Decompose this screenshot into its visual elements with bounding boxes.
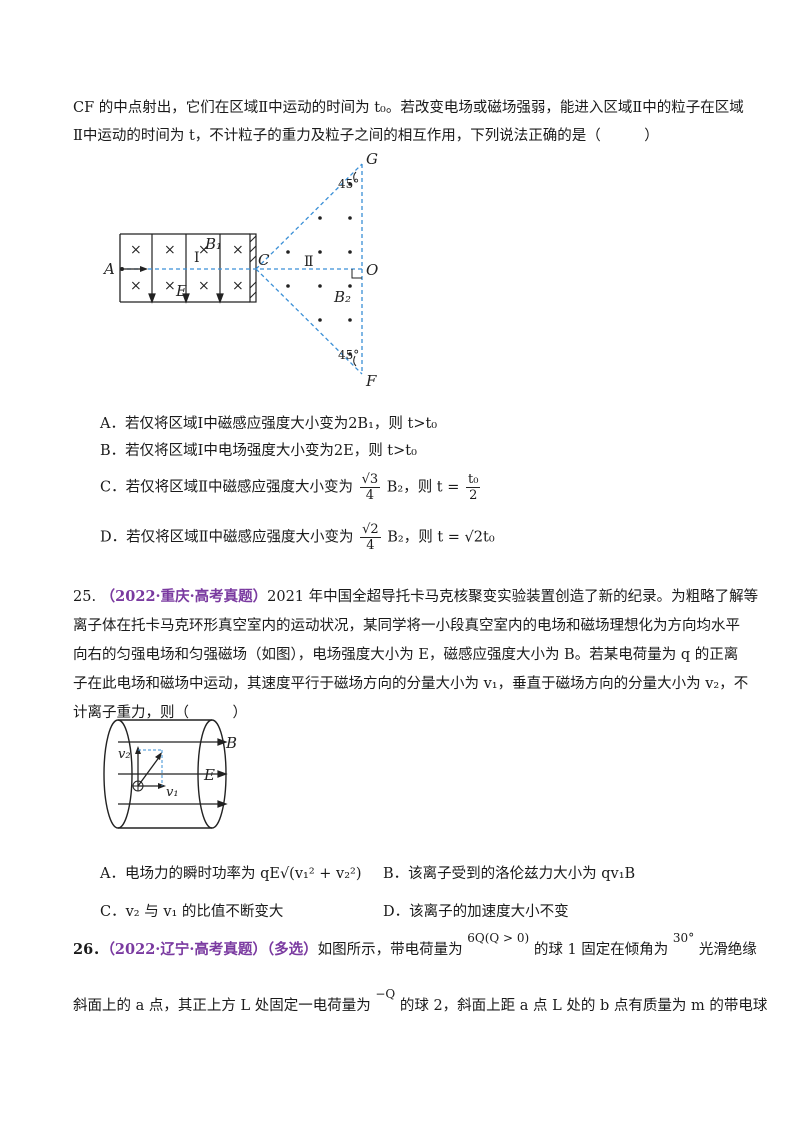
label-region-two: Ⅱ — [304, 254, 314, 270]
q25-option-c[interactable]: C．v₂ 与 v₁ 的比值不断变大 — [100, 904, 284, 920]
label-o: O — [366, 261, 378, 279]
charge-two: −Q — [375, 987, 396, 1001]
label-a: A — [102, 260, 115, 278]
velocity-vectors — [132, 746, 166, 792]
region-one-box — [119, 233, 257, 303]
dashed-guides — [120, 163, 363, 375]
right-angle-mark — [351, 269, 362, 279]
label-e: E — [175, 282, 187, 300]
label-region-one: Ⅰ — [194, 250, 200, 266]
q25-stem-line3: 向右的匀强电场和匀强磁场（如图），电场强度大小为 E，磁感应强度大小为 B。若某… — [73, 647, 739, 663]
q26-source-tag: （2022·辽宁·高考真题）（多选） — [107, 941, 318, 958]
q25-number: 25. — [73, 589, 97, 605]
q24-figure: × × × × × × × × A C O G F B₁ — [102, 150, 378, 390]
q25-stem-line5: 计离子重力，则（ ） — [73, 705, 247, 721]
svg-text:×: × — [198, 242, 210, 258]
svg-text:×: × — [130, 278, 142, 294]
label-v2: v₂ — [118, 747, 131, 762]
label-e: E — [203, 766, 215, 784]
label-c: C — [258, 251, 270, 269]
q25-figure: B E v₁ v₂ — [103, 719, 237, 829]
angle-label-bottom: 45° — [338, 348, 359, 362]
q26-stem-line2: 斜面上的 a 点，其正上方 L 处固定一电荷量为 −Q 的球 2，斜面上距 a … — [73, 987, 768, 1014]
svg-text:×: × — [198, 278, 210, 294]
particle-arrow — [120, 266, 148, 272]
charge-one: 6Q(Q > 0) — [467, 931, 530, 945]
label-b: B — [225, 734, 237, 752]
label-b2: B₂ — [333, 288, 351, 306]
magnetic-field-dots — [286, 182, 352, 356]
q25-option-a[interactable]: A．电场力的瞬时功率为 qE√(v₁² + v₂²) — [100, 866, 362, 882]
svg-text:×: × — [130, 242, 142, 258]
label-b1: B₁ — [204, 235, 222, 253]
svg-text:×: × — [232, 242, 244, 258]
label-f: F — [365, 372, 377, 390]
electric-field-arrows — [148, 234, 224, 304]
q25-stem-line1: 25. （2022·重庆·高考真题）2021 年中国全超导托卡马克核聚变实验装置… — [73, 588, 759, 605]
q25-option-b[interactable]: B．该离子受到的洛伦兹力大小为 qv₁B — [383, 866, 636, 882]
label-g: G — [366, 150, 378, 168]
q25-source-tag: （2022·重庆·高考真题） — [100, 588, 268, 605]
q26-stem-line1: 26．（2022·辽宁·高考真题）（多选）如图所示，带电荷量为 6Q(Q > 0… — [73, 931, 757, 958]
label-v1: v₁ — [166, 785, 179, 800]
magnetic-field-crosses: × × × × × × × × — [130, 242, 244, 294]
q24-stem-line2: Ⅱ中运动的时间为 t，不计粒子的重力及粒子之间的相互作用，下列说法正确的是（ ） — [73, 128, 659, 144]
svg-text:×: × — [232, 278, 244, 294]
q26-number: 26． — [73, 941, 108, 958]
q25-stem-line2: 离子体在托卡马克环形真空室内的运动状况，某同学将一小段真空室内的电场和磁场理想化… — [73, 618, 740, 634]
q24-option-b[interactable]: B．若仅将区域Ⅰ中电场强度大小变为2E，则 t>t₀ — [100, 443, 417, 459]
q24-stem-line1: CF 的中点射出，它们在区域Ⅱ中运动的时间为 t₀。若改变电场或磁场强弱，能进入… — [73, 100, 744, 116]
incline-angle: 30° — [672, 931, 695, 945]
q25-option-d[interactable]: D．该离子的加速度大小不变 — [383, 904, 569, 920]
q25-stem-line4: 子在此电场和磁场中运动，其速度平行于磁场方向的分量大小为 v₁，垂直于磁场方向的… — [73, 676, 749, 692]
q24-option-a[interactable]: A．若仅将区域Ⅰ中磁感应强度大小变为2B₁，则 t>t₀ — [100, 416, 438, 432]
field-arrows — [118, 738, 228, 808]
angle-arc-top — [353, 171, 357, 183]
angle-arc-bottom — [353, 355, 357, 367]
svg-text:×: × — [164, 242, 176, 258]
svg-text:×: × — [164, 278, 176, 294]
angle-label-top: 45° — [338, 177, 359, 191]
